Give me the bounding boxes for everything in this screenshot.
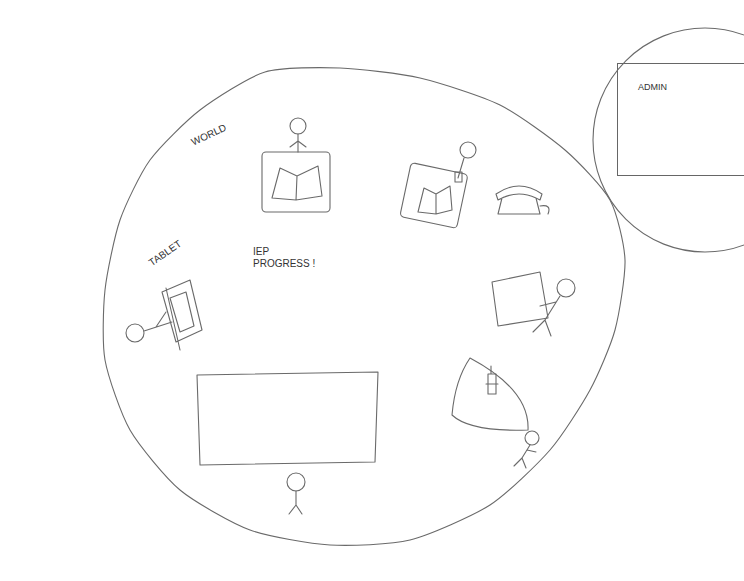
note-label: IEP PROGRESS !	[253, 246, 317, 269]
person-head	[287, 473, 305, 491]
device-shape	[452, 358, 528, 430]
board-rectangle	[197, 372, 378, 465]
person-body	[144, 312, 172, 331]
person-head	[525, 431, 539, 445]
person-head	[460, 142, 476, 158]
region-label: WORLD	[190, 122, 229, 148]
person-head	[290, 118, 306, 134]
person-body	[289, 491, 302, 514]
region-outline	[103, 68, 625, 546]
person-body	[514, 445, 536, 468]
person-body	[533, 296, 560, 336]
note-label: TABLET	[147, 238, 184, 269]
book-icon	[418, 186, 452, 214]
admin-circle	[593, 28, 744, 252]
person-body	[290, 134, 306, 152]
person-head	[126, 324, 144, 342]
book-icon	[272, 166, 322, 200]
tablet-device	[162, 280, 202, 350]
admin-box: ADMIN	[617, 63, 744, 176]
world-region: WORLD	[95, 60, 635, 555]
tablet-device	[262, 152, 330, 212]
bottle-icon	[486, 366, 498, 394]
screen-device	[492, 272, 548, 326]
person-head	[557, 279, 575, 297]
region-outline	[95, 60, 635, 555]
person-body	[455, 158, 464, 182]
telephone-icon	[496, 186, 549, 214]
region-label: ADMIN	[638, 82, 667, 92]
